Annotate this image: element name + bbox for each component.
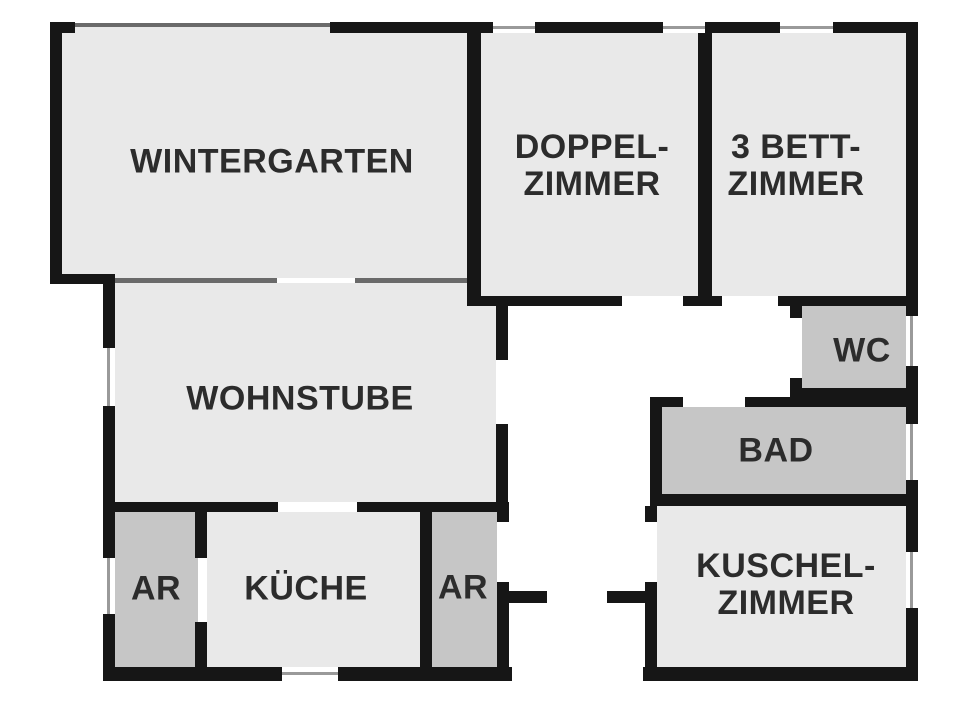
room-label-line: ZIMMER <box>523 165 661 203</box>
wall <box>535 22 663 33</box>
window-mark <box>107 348 110 406</box>
room-label-doppelzimmer: DOPPEL-ZIMMER <box>515 129 670 203</box>
window-mark <box>910 552 913 608</box>
wall <box>650 494 906 506</box>
wall <box>645 506 657 522</box>
room-label-line: 3 BETT- <box>730 128 862 166</box>
room-wc <box>802 306 906 388</box>
room-label-kuschelzimmer: KUSCHEL-ZIMMER <box>696 548 876 622</box>
room-wohnstube <box>115 283 496 502</box>
wall <box>467 296 622 306</box>
wall <box>467 33 481 305</box>
wall <box>420 512 432 667</box>
wall <box>906 366 918 424</box>
wall <box>705 22 780 33</box>
wall <box>698 33 712 306</box>
glass-partition-wall <box>75 23 330 27</box>
room-label-line: WC <box>833 331 891 370</box>
room-doppelzimmer <box>481 33 698 296</box>
room-abstellraum-west <box>115 512 198 667</box>
room-label-wohnstube: WOHNSTUBE <box>186 379 414 418</box>
room-wintergarten <box>62 26 467 278</box>
wall <box>110 502 278 512</box>
wall <box>650 397 683 407</box>
wall <box>103 667 282 681</box>
wall <box>330 22 493 33</box>
glass-partition-wall <box>115 278 277 283</box>
room-bad <box>662 407 906 494</box>
wall <box>683 296 722 306</box>
wall <box>496 424 508 512</box>
room-kueche <box>207 512 420 667</box>
wall <box>906 608 918 681</box>
wall <box>50 22 62 284</box>
wall <box>906 22 918 316</box>
room-label-line: ZIMMER <box>727 165 865 203</box>
wall <box>50 274 115 284</box>
room-label-line: AR <box>130 569 182 608</box>
wall <box>906 480 918 552</box>
room-label-line: WINTERGARTEN <box>130 142 414 181</box>
window-mark <box>663 26 705 29</box>
window-mark <box>780 26 833 29</box>
room-label-line: BAD <box>738 431 814 470</box>
window-mark <box>282 672 338 675</box>
wall <box>50 22 75 33</box>
wall <box>790 378 802 390</box>
room-label-abstellraum-west: AR <box>130 569 182 608</box>
wall <box>103 614 115 681</box>
window-mark <box>910 316 913 366</box>
room-label-line: KUSCHEL- <box>696 547 876 585</box>
wall <box>357 502 508 512</box>
wall <box>505 591 547 603</box>
room-dreibettzimmer <box>712 33 906 296</box>
wall <box>650 397 662 503</box>
room-label-kueche: KÜCHE <box>244 569 368 608</box>
room-label-wintergarten: WINTERGARTEN <box>130 142 414 181</box>
room-label-bad: BAD <box>738 431 814 470</box>
window-mark <box>107 558 110 614</box>
wall <box>496 296 508 360</box>
wall <box>103 274 115 348</box>
room-label-line: AR <box>437 568 489 607</box>
room-label-wc: WC <box>833 331 891 370</box>
wall <box>103 406 115 558</box>
wall <box>497 582 509 667</box>
wall <box>195 622 207 667</box>
wall <box>607 591 657 603</box>
wall <box>790 306 802 318</box>
room-kuschelzimmer <box>657 506 906 667</box>
room-label-line: KÜCHE <box>244 569 368 608</box>
wall <box>833 22 918 33</box>
room-label-line: ZIMMER <box>717 584 855 622</box>
wall <box>778 296 906 306</box>
room-label-dreibettzimmer: 3 BETT-ZIMMER <box>727 129 864 203</box>
wall <box>338 667 512 681</box>
wall <box>745 397 906 407</box>
room-abstellraum-ost <box>432 512 497 667</box>
wall <box>645 582 657 667</box>
window-mark <box>910 424 913 480</box>
wall <box>643 667 918 681</box>
room-label-line: DOPPEL- <box>514 128 670 166</box>
wall <box>195 512 207 558</box>
room-label-line: WOHNSTUBE <box>186 379 414 418</box>
window-mark <box>493 26 535 29</box>
room-label-abstellraum-ost: AR <box>437 568 489 607</box>
glass-partition-wall <box>355 278 467 283</box>
